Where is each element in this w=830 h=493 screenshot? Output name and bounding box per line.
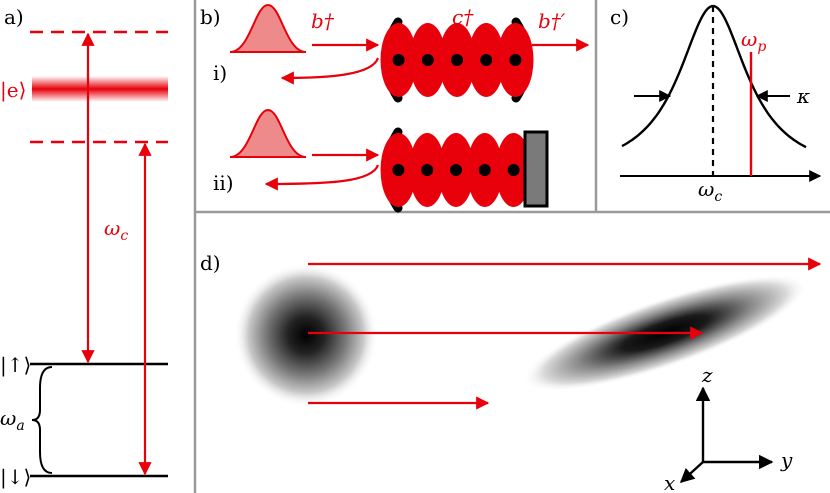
excited-state-band: [32, 76, 168, 102]
probe-frequency-label: ωp: [741, 27, 766, 55]
cavity-mode-ii: [380, 133, 532, 207]
atom-dot: [507, 164, 520, 176]
panel-c-cavity-spectrum: c) ωp κ ωc: [610, 4, 822, 205]
input-operator-label: b†: [311, 9, 335, 33]
panel-d-label: d): [200, 251, 221, 275]
atom-dot: [509, 54, 522, 66]
panel-d-wavepacket-evolution: d) z y x: [200, 251, 822, 493]
panel-c-label: c): [610, 5, 629, 29]
x-axis-arrow: [679, 461, 704, 483]
excited-state-label: |e⟩: [0, 78, 26, 103]
atom-frequency-label: ωa: [0, 406, 25, 434]
up-state-label: |↑⟩: [0, 353, 31, 378]
atom-dot: [478, 164, 491, 176]
initial-wavepacket: [234, 263, 378, 407]
atom-dot: [450, 164, 462, 176]
reflected-beam-i: [280, 57, 380, 85]
panel-a-label: a): [4, 5, 24, 29]
y-axis-label: y: [780, 448, 793, 472]
end-mirror-plate: [523, 130, 549, 208]
center-frequency-label: ωc: [698, 177, 722, 205]
output-operator-label: b†′: [538, 9, 566, 33]
atom-dot: [451, 54, 463, 66]
panel-dividers: [193, 0, 830, 493]
panel-b-label: b): [200, 5, 221, 29]
row-ii-label: ii): [213, 171, 234, 195]
atom-splitting-brace: [31, 366, 53, 474]
cavity-frequency-label: ωc: [104, 216, 128, 244]
input-pulse-i: [229, 3, 307, 53]
panel-b-cavity-schemes: b) i) ii) b† c† b†′: [200, 3, 590, 213]
atom-dot: [421, 54, 434, 66]
atom-dot: [421, 164, 434, 176]
linewidth-label: κ: [796, 84, 810, 108]
down-state-label: |↓⟩: [0, 465, 31, 490]
cavity-operator-label: c†: [452, 5, 474, 29]
input-pulse-ii: [229, 108, 307, 158]
x-axis-label: x: [664, 471, 675, 493]
atom-dot: [392, 54, 405, 66]
reflected-beam-ii: [264, 164, 380, 191]
atom-dot: [480, 54, 493, 66]
cavity-mode-i: [380, 23, 534, 97]
atom-dot: [392, 164, 405, 176]
z-axis-label: z: [701, 363, 713, 387]
panel-a-energy-levels: a) |e⟩ |↑⟩ |↓⟩ ωc ωa: [0, 5, 168, 490]
row-i-label: i): [213, 61, 227, 85]
